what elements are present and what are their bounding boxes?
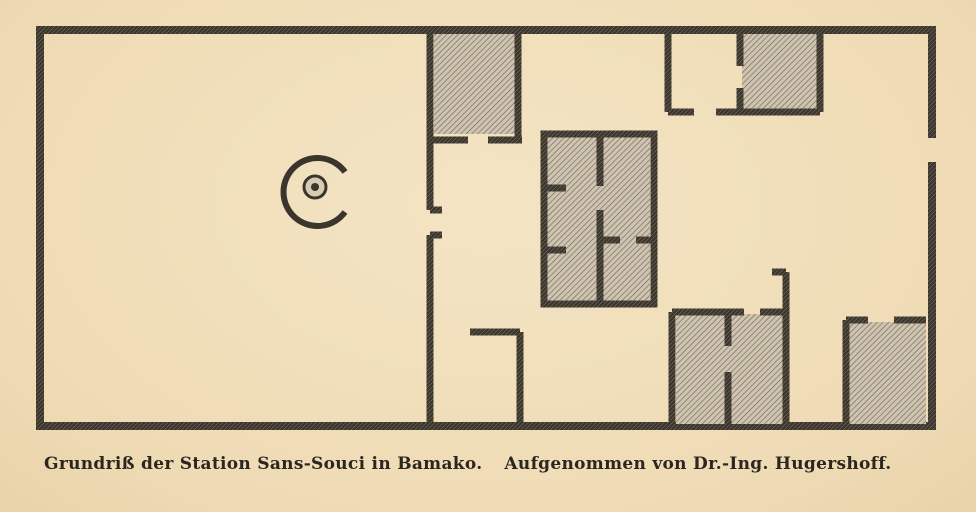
well-icon	[280, 155, 348, 229]
outer-wall	[36, 26, 936, 430]
caption-title: Grundriß der Station Sans-Souci in Bamak…	[44, 454, 483, 474]
courtyard-divider-wall	[426, 30, 442, 426]
room-upper-left	[430, 34, 522, 144]
outer-wall-door-gap	[926, 138, 938, 162]
room-central-block	[540, 130, 658, 308]
room-upper-right	[664, 30, 824, 116]
partition-wall-mid	[470, 328, 524, 426]
room-lower-right	[842, 316, 926, 426]
caption-credit: Aufgenommen von Dr.-Ing. Hugershoff.	[504, 454, 892, 474]
figure-caption: Grundriß der Station Sans-Souci in Bamak…	[44, 454, 944, 474]
room-lower-middle	[668, 268, 790, 426]
